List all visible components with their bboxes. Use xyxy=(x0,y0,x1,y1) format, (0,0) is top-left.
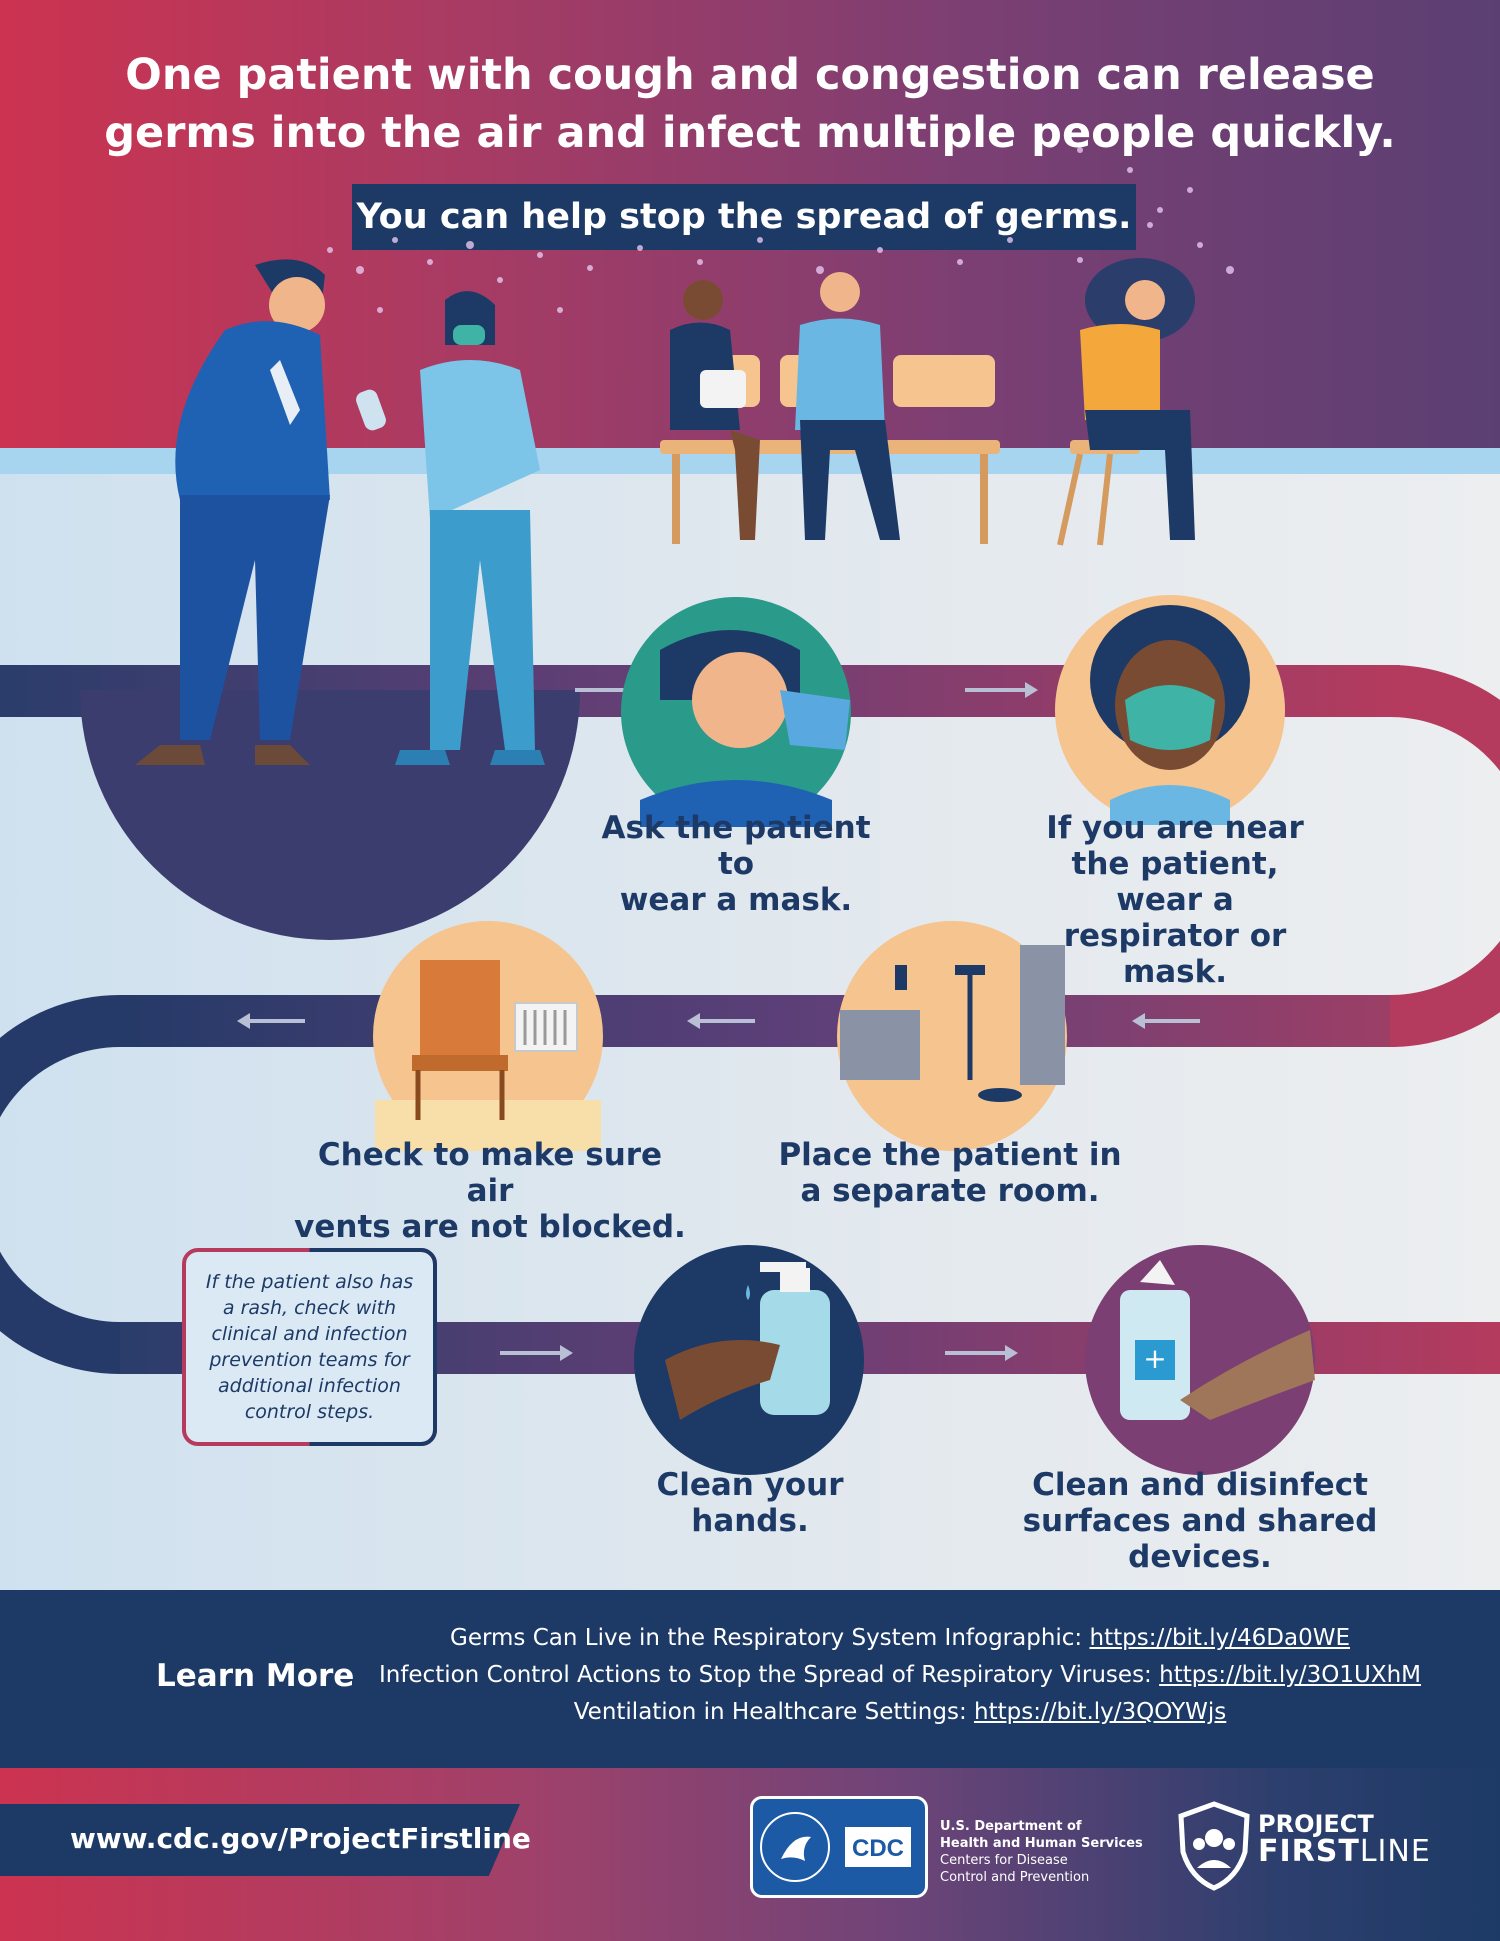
step-5-label: Clean your hands. xyxy=(630,1467,870,1539)
arrow-left-icon xyxy=(687,1013,755,1029)
headline: One patient with cough and congestion ca… xyxy=(0,46,1500,162)
learn-more-links: Germs Can Live in the Respiratory System… xyxy=(370,1620,1430,1731)
germ-particles xyxy=(327,147,1234,313)
arrow-right-icon xyxy=(965,682,1038,698)
arrow-right-icon xyxy=(945,1345,1018,1361)
arrow-left-icon xyxy=(237,1013,305,1029)
pf-line-text: LINE xyxy=(1359,1834,1431,1869)
svg-text:+: + xyxy=(1143,1342,1166,1375)
subheadline: You can help stop the spread of germs. xyxy=(352,184,1136,250)
pf-project-text: PROJECT xyxy=(1258,1810,1374,1838)
step-1-label: Ask the patient to wear a mask. xyxy=(596,810,876,918)
step-1-icon-circle xyxy=(621,597,851,827)
step-4-line-1: Check to make sure air xyxy=(317,1137,663,1209)
learn-link-row: Germs Can Live in the Respiratory System… xyxy=(370,1620,1430,1657)
step-1-line-1: Ask the patient to xyxy=(601,810,871,882)
step-4-label: Check to make sure air vents are not blo… xyxy=(290,1137,690,1245)
learn-link-row: Infection Control Actions to Stop the Sp… xyxy=(370,1657,1430,1694)
pf-first-text: FIRST xyxy=(1258,1834,1360,1869)
infographic-illustration: + xyxy=(0,147,1500,1475)
link-ventilation[interactable]: https://bit.ly/3QOYWjs xyxy=(974,1699,1227,1725)
hhs-cdc-name: U.S. Department of Health and Human Serv… xyxy=(940,1818,1143,1886)
step-2-line-1: If you are near xyxy=(1046,810,1304,846)
project-firstline-shield-icon xyxy=(1178,1801,1250,1891)
step-3-icon-circle xyxy=(837,921,1067,1151)
step-2-line-2: the patient, wear a xyxy=(1071,846,1279,918)
arrow-left-icon xyxy=(1132,1013,1200,1029)
headline-line-1: One patient with cough and congestion ca… xyxy=(125,50,1375,100)
step-3-line-1: Place the patient in xyxy=(778,1137,1122,1173)
link-label: Ventilation in Healthcare Settings: xyxy=(573,1699,975,1725)
step-2-icon-circle xyxy=(1055,595,1285,825)
link-label: Germs Can Live in the Respiratory System… xyxy=(450,1625,1090,1651)
step-6-icon-circle: + xyxy=(1085,1245,1315,1475)
cdc-line-2: Control and Prevention xyxy=(940,1870,1090,1885)
step-5-icon-circle xyxy=(634,1245,864,1475)
step-6-line-1: Clean and disinfect xyxy=(1032,1467,1368,1503)
step-5-line-2: hands. xyxy=(691,1503,809,1539)
learn-more-title: Learn More xyxy=(156,1658,355,1694)
step-2-label: If you are near the patient, wear a resp… xyxy=(1025,810,1325,990)
headline-line-2: germs into the air and infect multiple p… xyxy=(104,108,1396,158)
link-infection-control-actions[interactable]: https://bit.ly/3O1UXhM xyxy=(1159,1662,1422,1688)
cdc-hhs-logo: CDC xyxy=(750,1796,928,1898)
rash-note-box: If the patient also has a rash, check wi… xyxy=(182,1248,437,1446)
footer: www.cdc.gov/ProjectFirstline CDC U.S. De… xyxy=(0,1768,1500,1941)
arrow-right-icon xyxy=(500,1345,573,1361)
step-4-line-2: vents are not blocked. xyxy=(294,1209,686,1245)
rash-note-text: If the patient also has a rash, check wi… xyxy=(205,1271,414,1423)
cdc-logo-text: CDC xyxy=(852,1835,904,1862)
link-label: Infection Control Actions to Stop the Sp… xyxy=(378,1662,1160,1688)
step-3-line-2: a separate room. xyxy=(800,1173,1100,1209)
step-6-line-2: surfaces and shared devices. xyxy=(1022,1503,1378,1575)
website-link[interactable]: www.cdc.gov/ProjectFirstline xyxy=(70,1822,531,1855)
link-germs-infographic[interactable]: https://bit.ly/46Da0WE xyxy=(1089,1625,1351,1651)
step-4-icon-circle xyxy=(373,921,603,1151)
step-6-label: Clean and disinfect surfaces and shared … xyxy=(960,1467,1440,1575)
website-banner xyxy=(0,1804,520,1876)
direction-arrows xyxy=(237,682,1200,1361)
note-border-accent xyxy=(309,1248,437,1446)
hhs-line-2: Health and Human Services xyxy=(940,1836,1143,1851)
step-5-line-1: Clean your xyxy=(656,1467,844,1503)
step-3-label: Place the patient in a separate room. xyxy=(770,1137,1130,1209)
step-2-line-3: respirator or mask. xyxy=(1063,918,1287,990)
waiting-room-scene xyxy=(660,258,1195,546)
coughing-patient-and-nurse xyxy=(135,259,545,765)
hhs-line-1: U.S. Department of xyxy=(940,1819,1082,1834)
project-firstline-logo: PROJECT FIRSTLINE xyxy=(1258,1810,1431,1869)
learn-more-section: Learn More Germs Can Live in the Respira… xyxy=(0,1590,1500,1768)
cdc-line-1: Centers for Disease xyxy=(940,1853,1068,1868)
hhs-eagle-icon: CDC xyxy=(760,1812,911,1882)
step-1-line-2: wear a mask. xyxy=(619,882,853,918)
learn-link-row: Ventilation in Healthcare Settings: http… xyxy=(370,1694,1430,1731)
